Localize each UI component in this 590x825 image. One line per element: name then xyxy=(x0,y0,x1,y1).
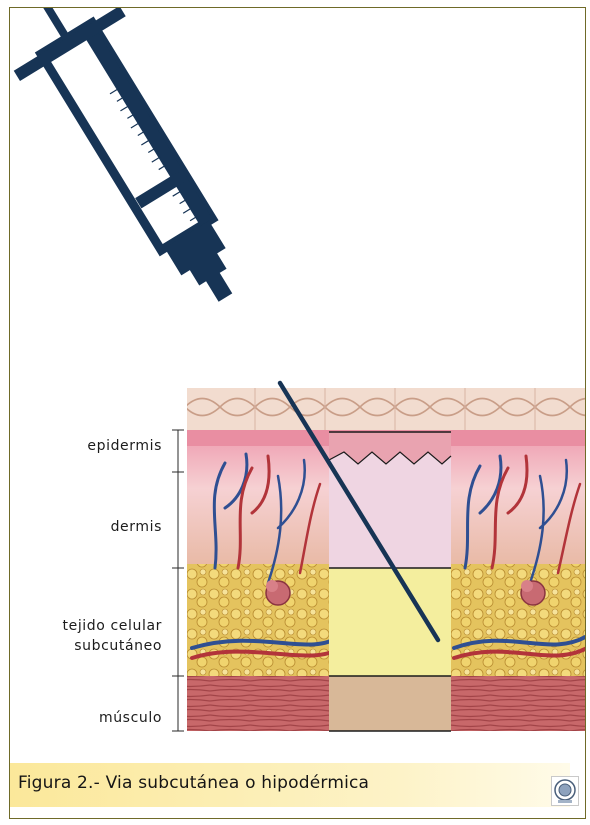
layer-brackets xyxy=(172,430,184,731)
label-musculo: músculo xyxy=(99,709,162,727)
inset-dermis xyxy=(329,452,451,568)
figure-caption: Figura 2.- Via subcutánea o hipodérmica xyxy=(18,773,369,793)
inset-subcutaneous xyxy=(329,568,451,676)
layer-inset-panel xyxy=(329,432,451,731)
syringe-barrel xyxy=(41,23,212,250)
figure-frame: epidermis dermis tejido celular subcután… xyxy=(9,7,586,819)
label-epidermis: epidermis xyxy=(87,437,162,455)
label-dermis: dermis xyxy=(111,518,162,536)
label-subcutaneo: subcutáneo xyxy=(74,637,162,655)
surface-cell-layer xyxy=(187,388,586,432)
label-tejido-celular: tejido celular xyxy=(63,617,162,635)
inset-muscle xyxy=(329,676,451,731)
institution-seal-icon xyxy=(551,776,579,806)
skin-cross-section xyxy=(172,388,586,731)
